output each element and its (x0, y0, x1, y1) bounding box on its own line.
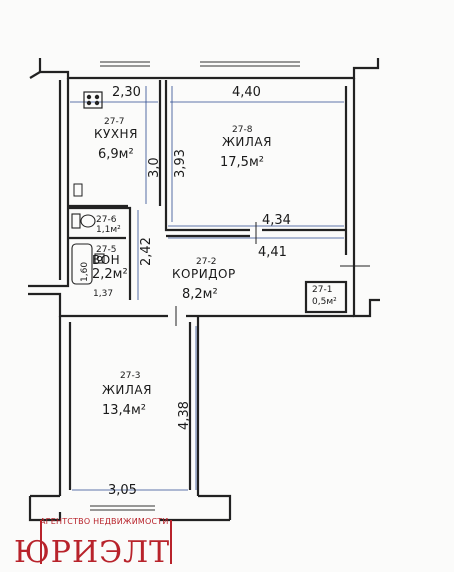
watermark-brand: ЮРИЭЛТ (14, 535, 170, 570)
dim-living2-height: 4,38 (177, 401, 192, 430)
balcony-left (28, 496, 62, 522)
kitchen-sink-icon (73, 183, 83, 197)
corridor-code: 27-2 (196, 257, 216, 267)
living1-left-wall (164, 80, 250, 232)
watermark-agency: АГЕНТСТВО НЕДВИЖИМОСТИ (40, 517, 169, 526)
watermark-bar-right (170, 520, 172, 564)
dim-living1-bottom: 4,34 (262, 213, 291, 228)
bathtub-icon (71, 243, 105, 285)
dim-kitchen-height: 3,0 (147, 157, 162, 178)
watermark-bar-left (40, 520, 42, 564)
closet-code: 27-6 (96, 215, 117, 225)
kitchen-area: 6,9м² (98, 147, 134, 162)
windows (90, 61, 300, 511)
dim-living1-width: 4,40 (232, 85, 261, 100)
outer-top-wall (38, 58, 380, 80)
storage-box (304, 280, 348, 314)
kitchen-name: КУХНЯ (94, 127, 138, 141)
outer-right-wall-lower (352, 262, 380, 318)
wall-stub-left (29, 71, 41, 79)
storage-area: 0,5м² (312, 297, 337, 307)
bath-wall (68, 206, 132, 300)
corridor-bottom-wall-left (28, 292, 168, 318)
dim-bath-width: 1,37 (93, 289, 113, 299)
closet-area: 1,1м² (96, 225, 121, 235)
walls (28, 58, 380, 522)
dim-living2-width: 3,05 (108, 483, 137, 498)
bottom-wall-right (198, 494, 232, 520)
kitchen-code: 27-7 (104, 117, 124, 127)
dim-corridor-width: 4,41 (258, 245, 287, 260)
dim-bath-height: 1,60 (80, 262, 90, 282)
living1-name: ЖИЛАЯ (222, 135, 272, 149)
door-marks (175, 222, 370, 326)
bath-area: 2,2м² (92, 267, 128, 282)
living2-area: 13,4м² (102, 403, 146, 418)
bath-name: ВОН (92, 253, 120, 267)
corridor-name: КОРИДОР (172, 267, 236, 281)
toilet-icon (71, 213, 96, 229)
living2-code: 27-3 (120, 371, 140, 381)
outer-left-wall (28, 78, 70, 288)
living2-name: ЖИЛАЯ (102, 383, 152, 397)
living1-code: 27-8 (232, 125, 253, 135)
dim-kitchen-width: 2,30 (112, 85, 141, 100)
storage-code: 27-1 (312, 285, 332, 295)
corridor-area: 8,2м² (182, 287, 218, 302)
dim-corridor-height: 2,42 (139, 237, 154, 266)
stove-icon (83, 91, 103, 109)
living1-area: 17,5м² (220, 155, 264, 170)
dim-living1-height: 3,93 (173, 149, 188, 178)
bath-code: 27-5 (96, 245, 116, 255)
